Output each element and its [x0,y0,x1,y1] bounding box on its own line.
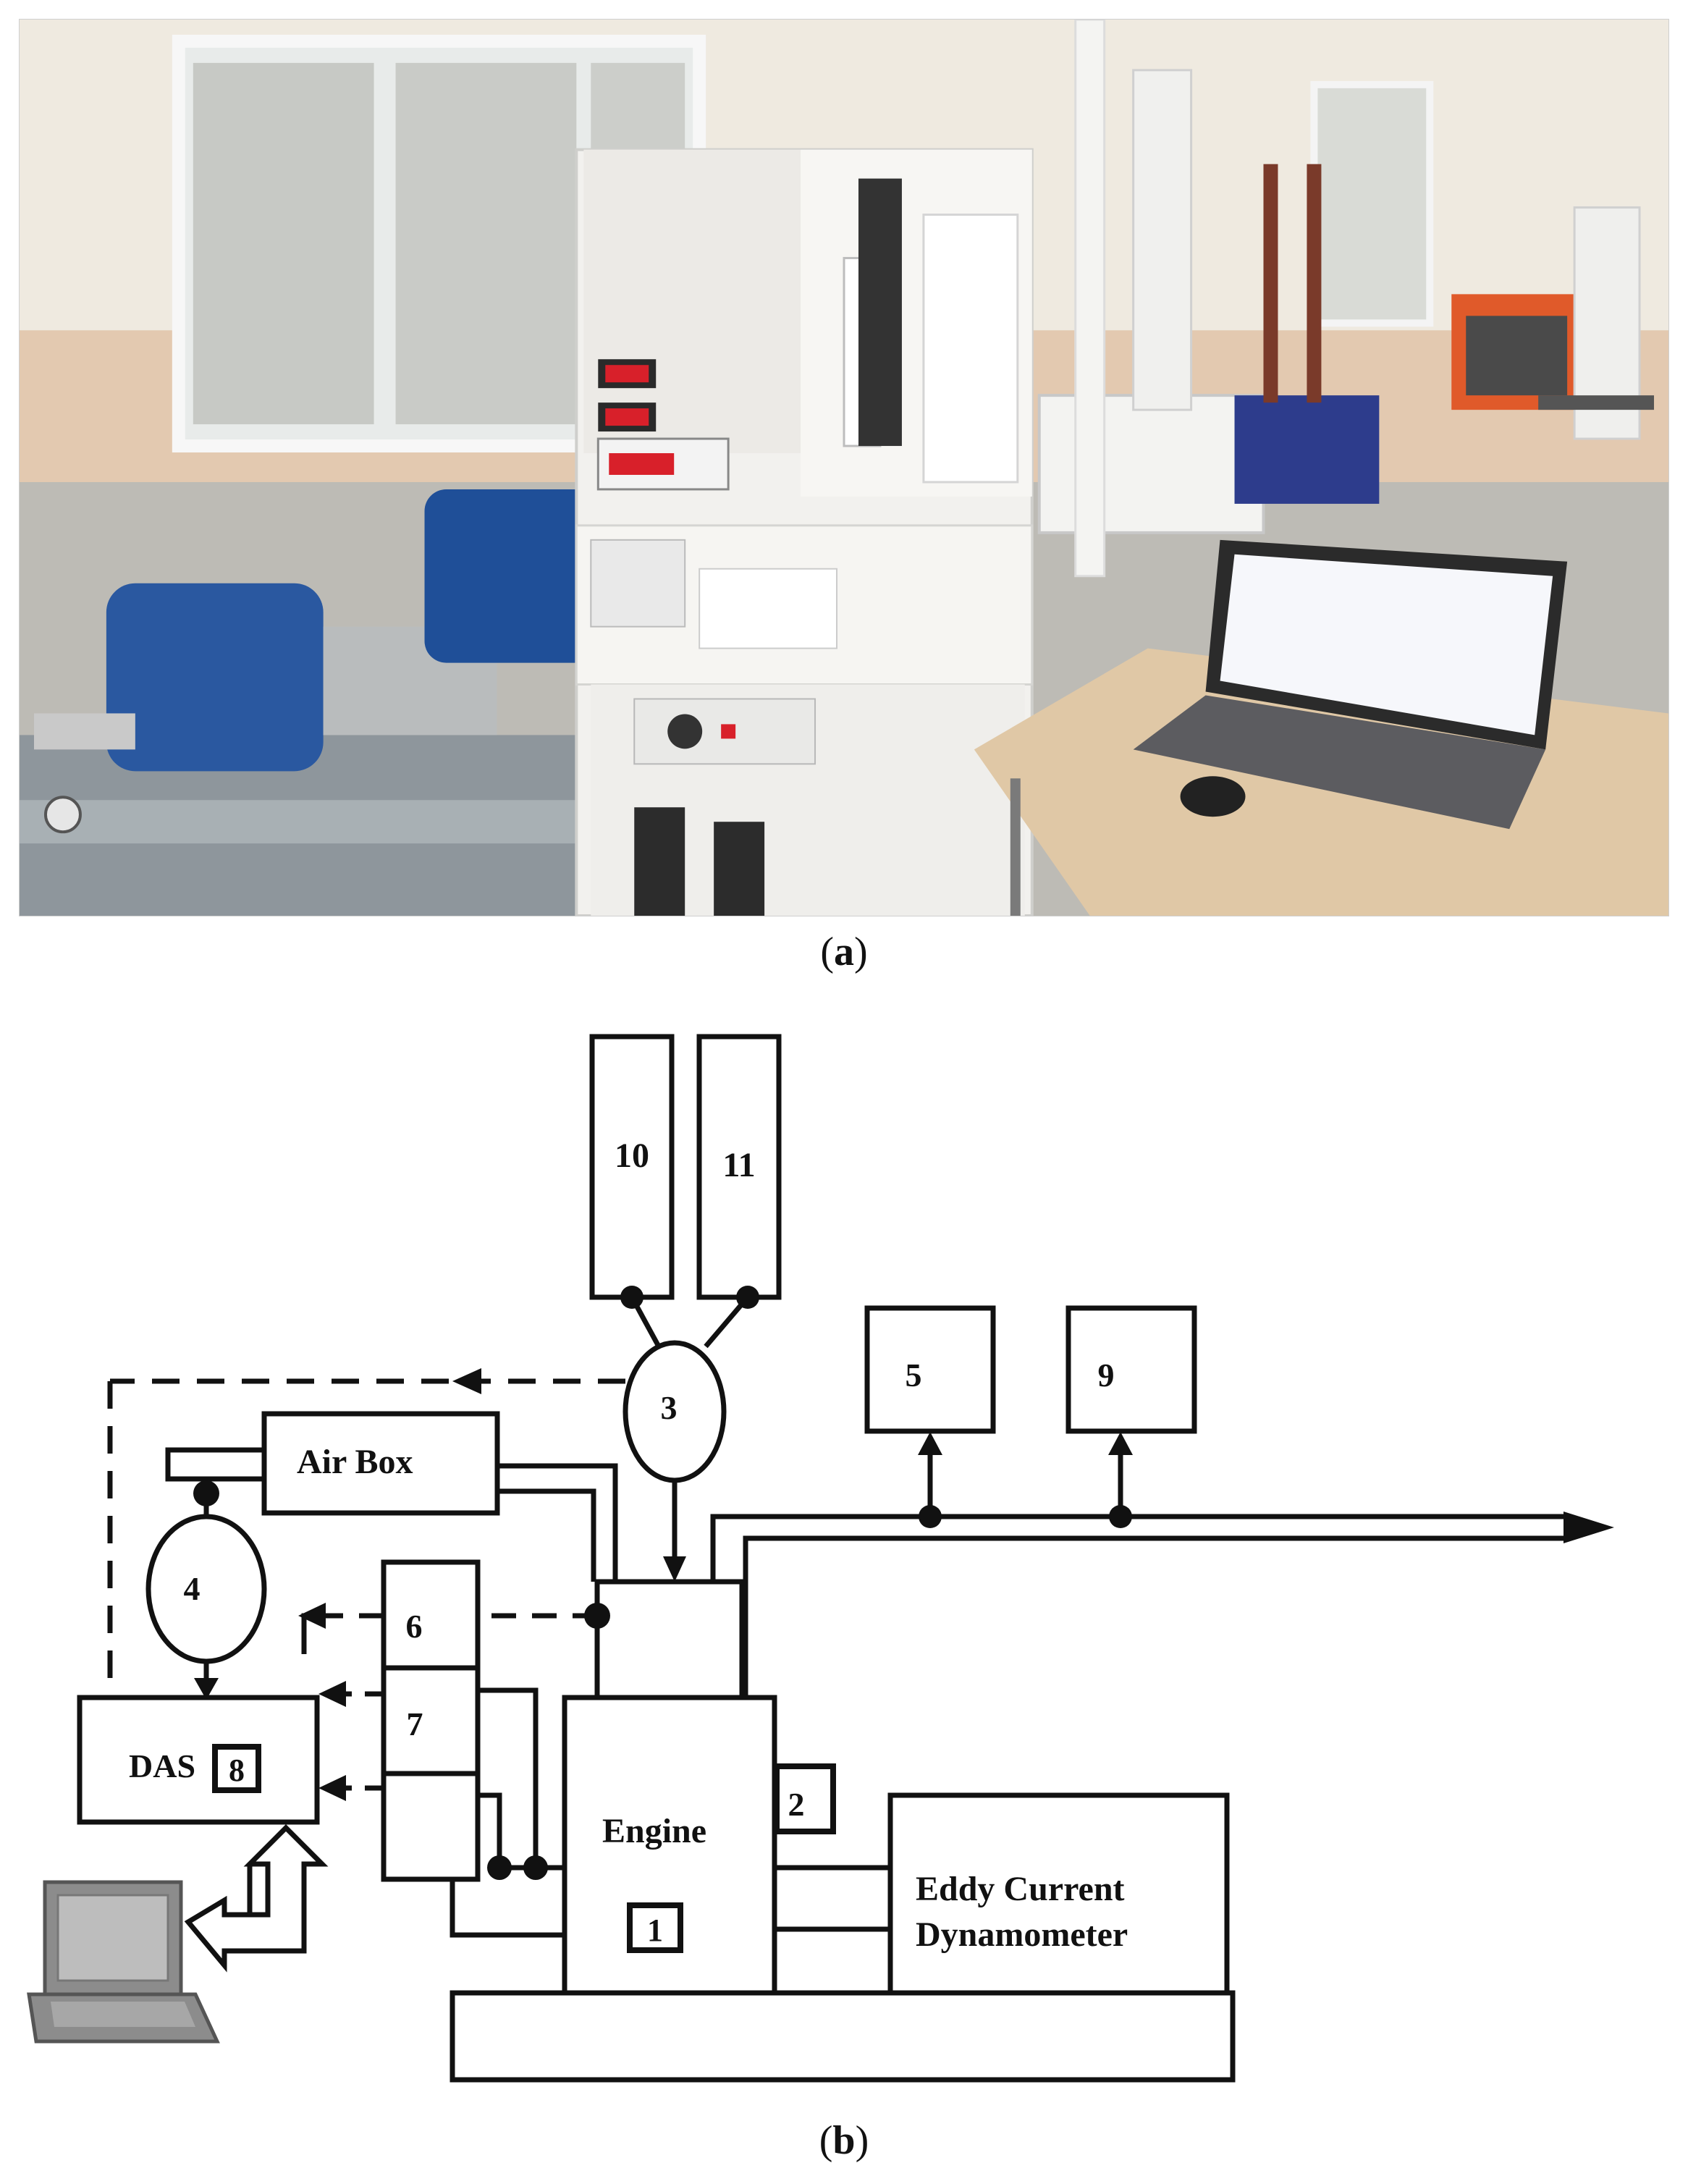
exhaust-pipe [1074,20,1106,578]
tap-4 [193,1480,219,1506]
dynamometer-blue [106,583,324,772]
schematic-diagram: 10 11 3 5 9 Air Box 4 6 7 DAS 8 Engine 1… [27,1034,1614,2083]
tap-9 [1109,1505,1132,1528]
label-sensor-3: 3 [661,1389,678,1426]
caption-b-letter: b [832,2118,856,2163]
label-engine-number: 1 [647,1913,663,1948]
arrow-4-to-das [194,1678,219,1700]
engine-number-box [627,1902,683,1953]
window-right [1310,80,1434,327]
analyzer-5 [864,1305,996,1434]
arrow-to-9 [1108,1432,1133,1455]
sensor-4 [145,1514,267,1664]
label-tank-10: 10 [615,1137,649,1175]
meter-9 [1065,1305,1197,1434]
label-das-number: 8 [229,1753,245,1788]
pump-rig [1037,394,1265,534]
label-analyzer-5: 5 [906,1357,922,1394]
arrow-3-to-intake [663,1556,686,1582]
tap-5 [919,1505,942,1528]
label-dyno-line1: Eddy Current [916,1870,1125,1908]
label-tank-11: 11 [722,1146,755,1184]
label-box-7: 7 [407,1706,423,1742]
caption-b: (b) [819,2118,869,2163]
das-number-box [212,1744,261,1793]
box-6 [381,1559,481,1671]
caption-a: (a) [820,929,868,974]
arrow-dashed-3 [452,1368,481,1394]
box-lower [381,1771,481,1882]
base-plate [450,1990,1236,2083]
label-dyno-line2: Dynamometer [916,1915,1128,1954]
label-meter-9: 9 [1098,1357,1115,1394]
label-air-box: Air Box [297,1443,413,1481]
double-arrow-das-laptop [184,1824,329,1973]
label-engine: Engine [602,1812,706,1850]
tap-7b [523,1855,548,1880]
label-2: 2 [788,1786,805,1823]
arrow-to-5 [918,1432,942,1455]
box-7 [381,1665,481,1776]
laptop-icon [27,1880,220,2044]
laptop-keyboard-photo [1133,695,1546,830]
das-box [77,1695,320,1825]
label-sensor-4: 4 [184,1570,201,1607]
tap-7a [487,1855,512,1880]
label-box-6: 6 [406,1608,423,1645]
arrow-6 [298,1603,326,1629]
exhaust-arrow [1563,1511,1614,1543]
arrow-lower-to-das [318,1775,346,1801]
engine-blue [424,489,599,663]
label-das: DAS [129,1747,195,1784]
caption-a-letter: a [834,929,854,974]
air-box-inlet [165,1447,267,1482]
arrow-7-to-das [318,1681,346,1707]
tap-10 [620,1286,643,1309]
intake-manifold [594,1579,745,1700]
tap-11 [736,1286,759,1309]
mouse-photo [1180,776,1246,817]
label-2-box [774,1763,836,1834]
engine-test-setup-photo [19,19,1669,916]
